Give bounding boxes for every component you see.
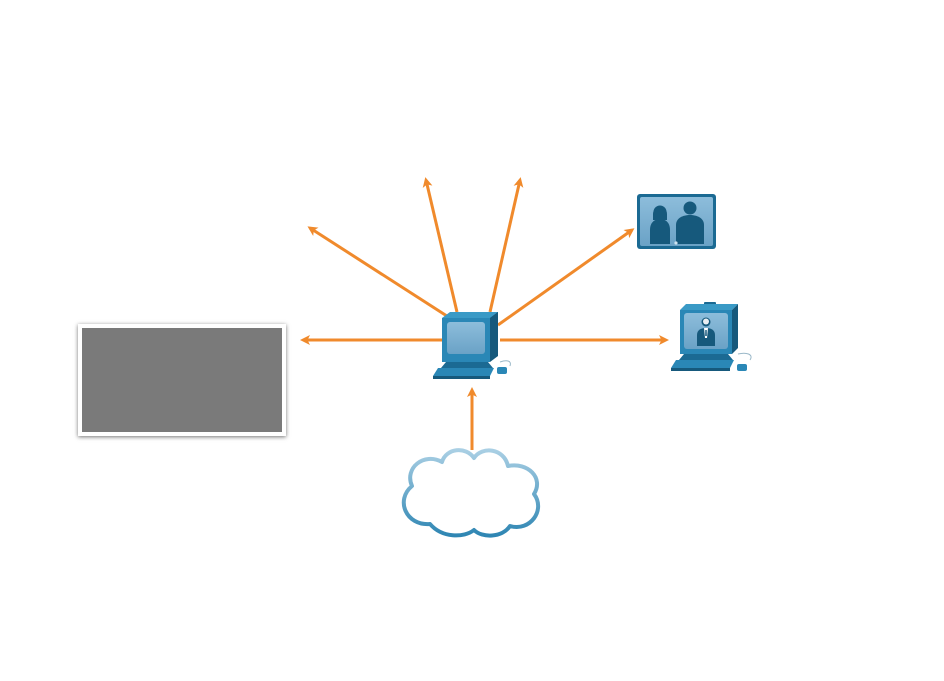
cloud-icon bbox=[401, 448, 541, 538]
gray-placeholder-panel bbox=[78, 324, 286, 436]
arrows bbox=[300, 177, 669, 450]
arrow-up-left bbox=[422, 177, 459, 313]
arrow-upper-left bbox=[307, 226, 451, 320]
arrow-up-right bbox=[488, 177, 524, 313]
workstation-icon bbox=[433, 312, 511, 379]
arrow-to-video-display bbox=[497, 228, 635, 327]
video-conference-screen-icon bbox=[637, 194, 716, 249]
video-phone-workstation-icon bbox=[671, 302, 752, 371]
